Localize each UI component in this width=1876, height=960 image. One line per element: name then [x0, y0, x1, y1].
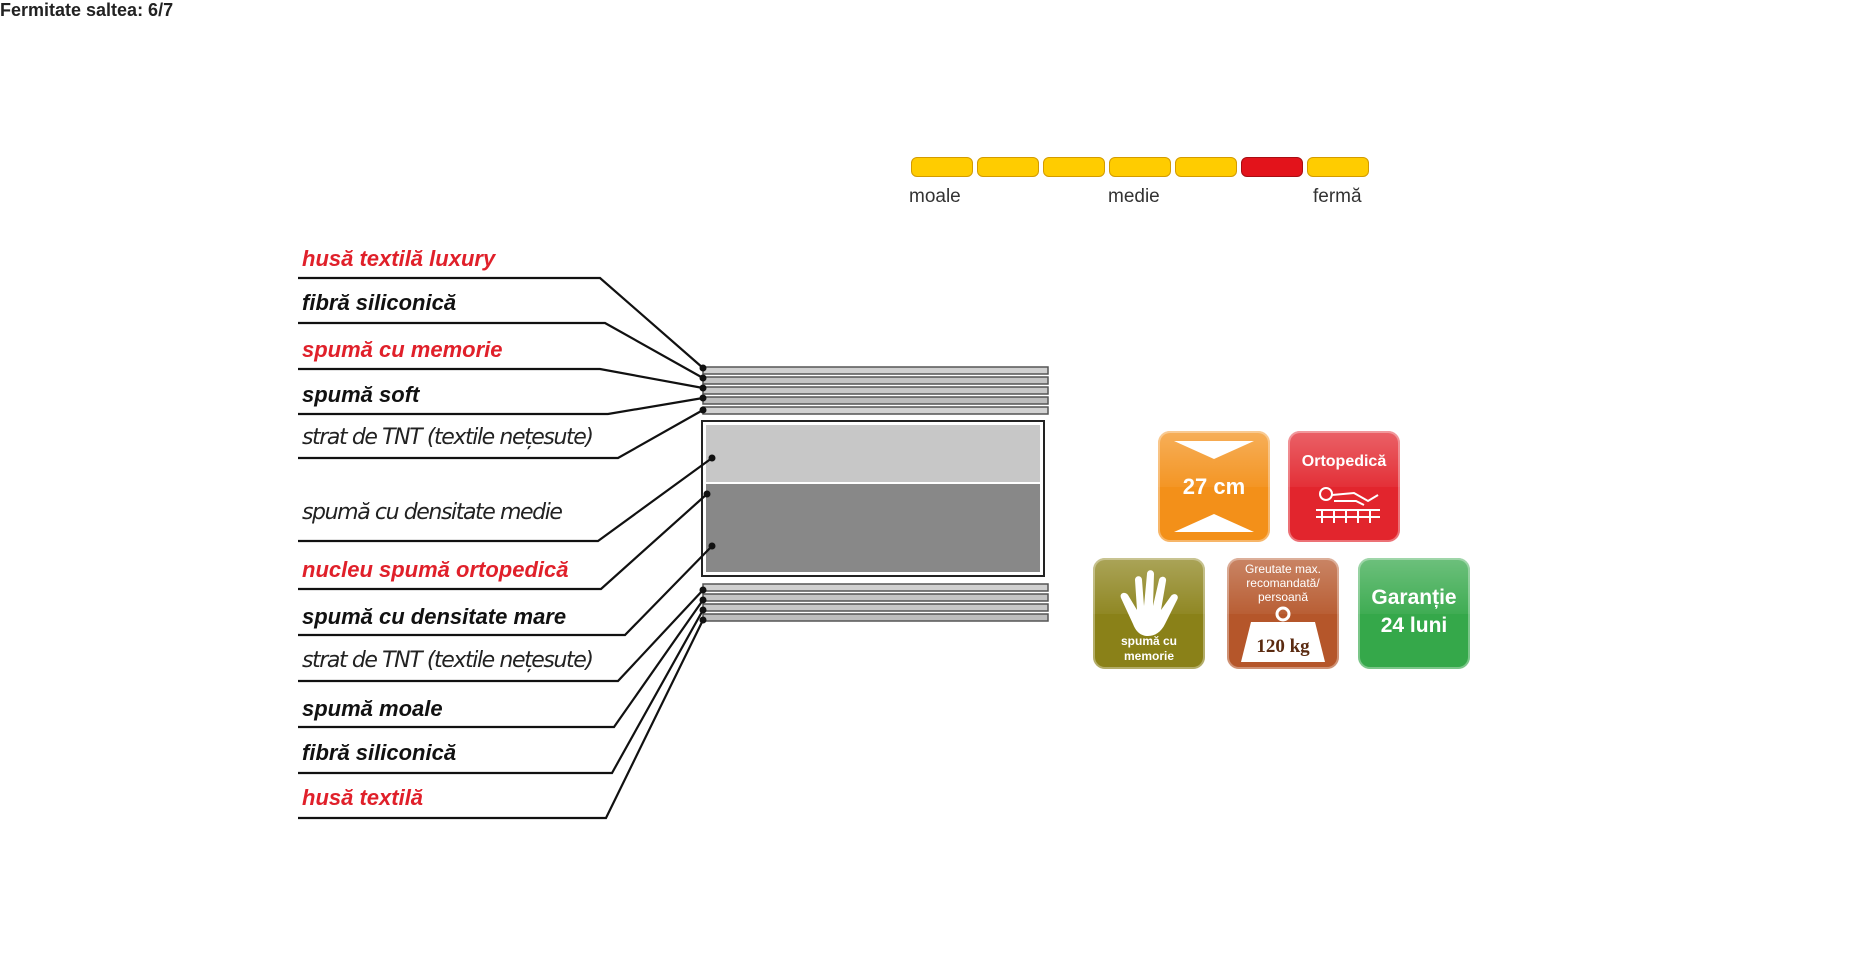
firmness-segment-7: [1307, 157, 1369, 177]
layer-label-tnt-bottom: strat de TNT (textile nețesute): [302, 648, 594, 673]
warranty-label-line1: Garanție: [1371, 586, 1457, 609]
weight-value: 120 kg: [1256, 636, 1310, 657]
firmness-label-firm: fermă: [1313, 186, 1362, 207]
person-lying-icon: [1316, 487, 1380, 523]
firmness-segment-6: [1241, 157, 1303, 177]
layer-label-cover: husă textilă: [302, 785, 424, 810]
layer-label-silicone-fiber-top: fibră siliconică: [302, 290, 457, 315]
firmness-label-medium: medie: [1108, 186, 1160, 207]
memory-label-line1: spumă cu: [1120, 634, 1177, 648]
warranty-label-line2: 24 luni: [1380, 614, 1448, 637]
firmness-segment-2: [977, 157, 1039, 177]
firmness-segment-3: [1043, 157, 1105, 177]
firmness-segment-1: [911, 157, 973, 177]
height-badge: 27 cm: [1158, 431, 1270, 542]
top-thin-layers: [702, 366, 1049, 415]
weight-label-line3: persoană: [1257, 590, 1309, 604]
leader-dots: [699, 364, 716, 624]
layer-label-tnt-top: strat de TNT (textile nețesute): [302, 425, 594, 450]
max-weight-badge: Greutate max. recomandată/ persoană 120 …: [1227, 558, 1339, 669]
firmness-label-soft: moale: [909, 186, 961, 207]
firmness-title: Fermitate saltea: 6/7: [0, 0, 174, 20]
orthopedic-badge: Ortopedică: [1288, 431, 1400, 542]
firmness-segment-4: [1109, 157, 1171, 177]
mattress-core: [701, 420, 1045, 577]
layer-label-cover-luxury: husă textilă luxury: [302, 246, 496, 271]
layer-label-high-density-foam: spumă cu densitate mare: [302, 604, 567, 629]
leader-lines: [298, 276, 713, 820]
firmness-segment-5: [1175, 157, 1237, 177]
warranty-badge: Garanție 24 luni: [1358, 558, 1470, 669]
hand-icon: [1120, 570, 1178, 636]
weight-label-line1: Greutate max.: [1244, 562, 1322, 576]
layer-label-soft-foam-bottom: spumă moale: [302, 696, 443, 721]
height-arrows-icon: [1174, 441, 1254, 532]
memory-foam-badge: spumă cu memorie: [1093, 558, 1205, 669]
weight-icon: [1241, 606, 1325, 662]
memory-label-line2: memorie: [1123, 649, 1175, 663]
weight-label-line2: recomandată/: [1246, 576, 1320, 590]
height-value: 27 cm: [1182, 474, 1246, 499]
layer-label-memory-foam: spumă cu memorie: [302, 337, 503, 362]
layer-label-soft-foam: spumă soft: [302, 382, 420, 407]
layer-label-silicone-fiber-bottom: fibră siliconică: [302, 740, 457, 765]
layer-label-orthopedic-core: nucleu spumă ortopedică: [302, 557, 569, 582]
layer-label-medium-density-foam: spumă cu densitate medie: [302, 500, 563, 525]
orthopedic-label: Ortopedică: [1301, 453, 1387, 470]
bottom-thin-layers: [702, 583, 1049, 622]
